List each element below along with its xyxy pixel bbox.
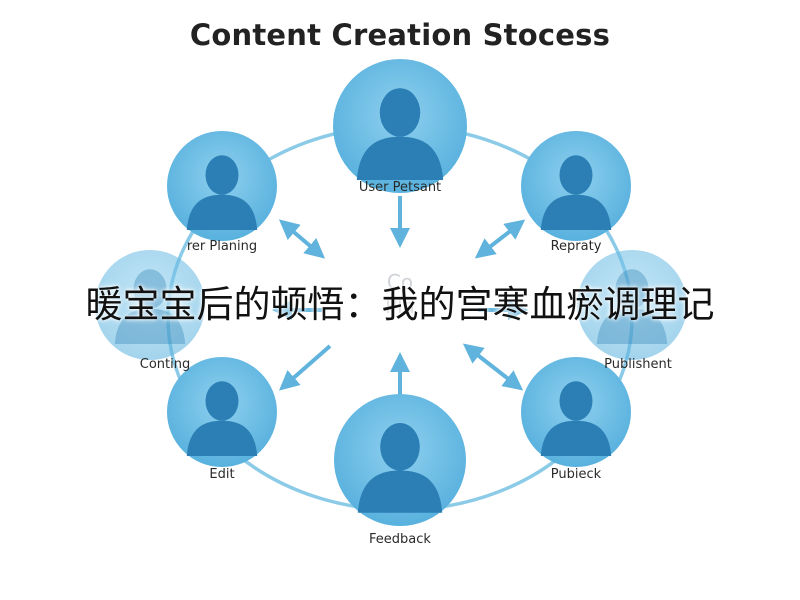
arrow-lower-left-center	[278, 344, 332, 391]
person-icon	[540, 381, 612, 456]
node-lower-right	[521, 357, 631, 467]
node-upper-right	[521, 131, 631, 241]
arrow-upper-left-center	[278, 219, 326, 259]
person-icon	[186, 155, 258, 230]
node-lower-left	[167, 357, 277, 467]
node-label-mid-left: Conting	[139, 357, 191, 372]
node-label-upper-right: Repraty	[550, 239, 602, 254]
diagram-title: Content Creation Stocess	[189, 18, 611, 52]
center-label-line-1: Co	[386, 270, 414, 294]
center-label-line-2: Pla	[385, 294, 415, 318]
person-icon	[114, 269, 186, 344]
node-bottom	[334, 394, 466, 526]
node-label-lower-left: Edit	[209, 467, 235, 482]
arrow-lower-right-center	[462, 343, 524, 391]
node-label-lower-right: Pubieck	[550, 467, 602, 482]
node-label-bottom: Feedback	[369, 532, 431, 547]
node-mid-left	[95, 250, 205, 360]
person-icon	[357, 423, 443, 513]
arrow-upper-right-center	[474, 219, 526, 259]
node-top	[333, 59, 467, 193]
node-label-mid-right: Publishent	[604, 357, 672, 372]
overlay-caption: 暖宝宝后的顿悟：我的宫寒血瘀调理记	[85, 283, 715, 326]
person-icon	[596, 269, 668, 344]
node-label-upper-left: rer Planing	[186, 239, 258, 254]
person-icon	[356, 88, 444, 180]
node-upper-left	[167, 131, 277, 241]
node-mid-right	[577, 250, 687, 360]
center-label: Co Pla	[330, 270, 470, 318]
person-icon	[540, 155, 612, 230]
person-icon	[186, 381, 258, 456]
node-label-top: User Petsant	[358, 180, 442, 195]
